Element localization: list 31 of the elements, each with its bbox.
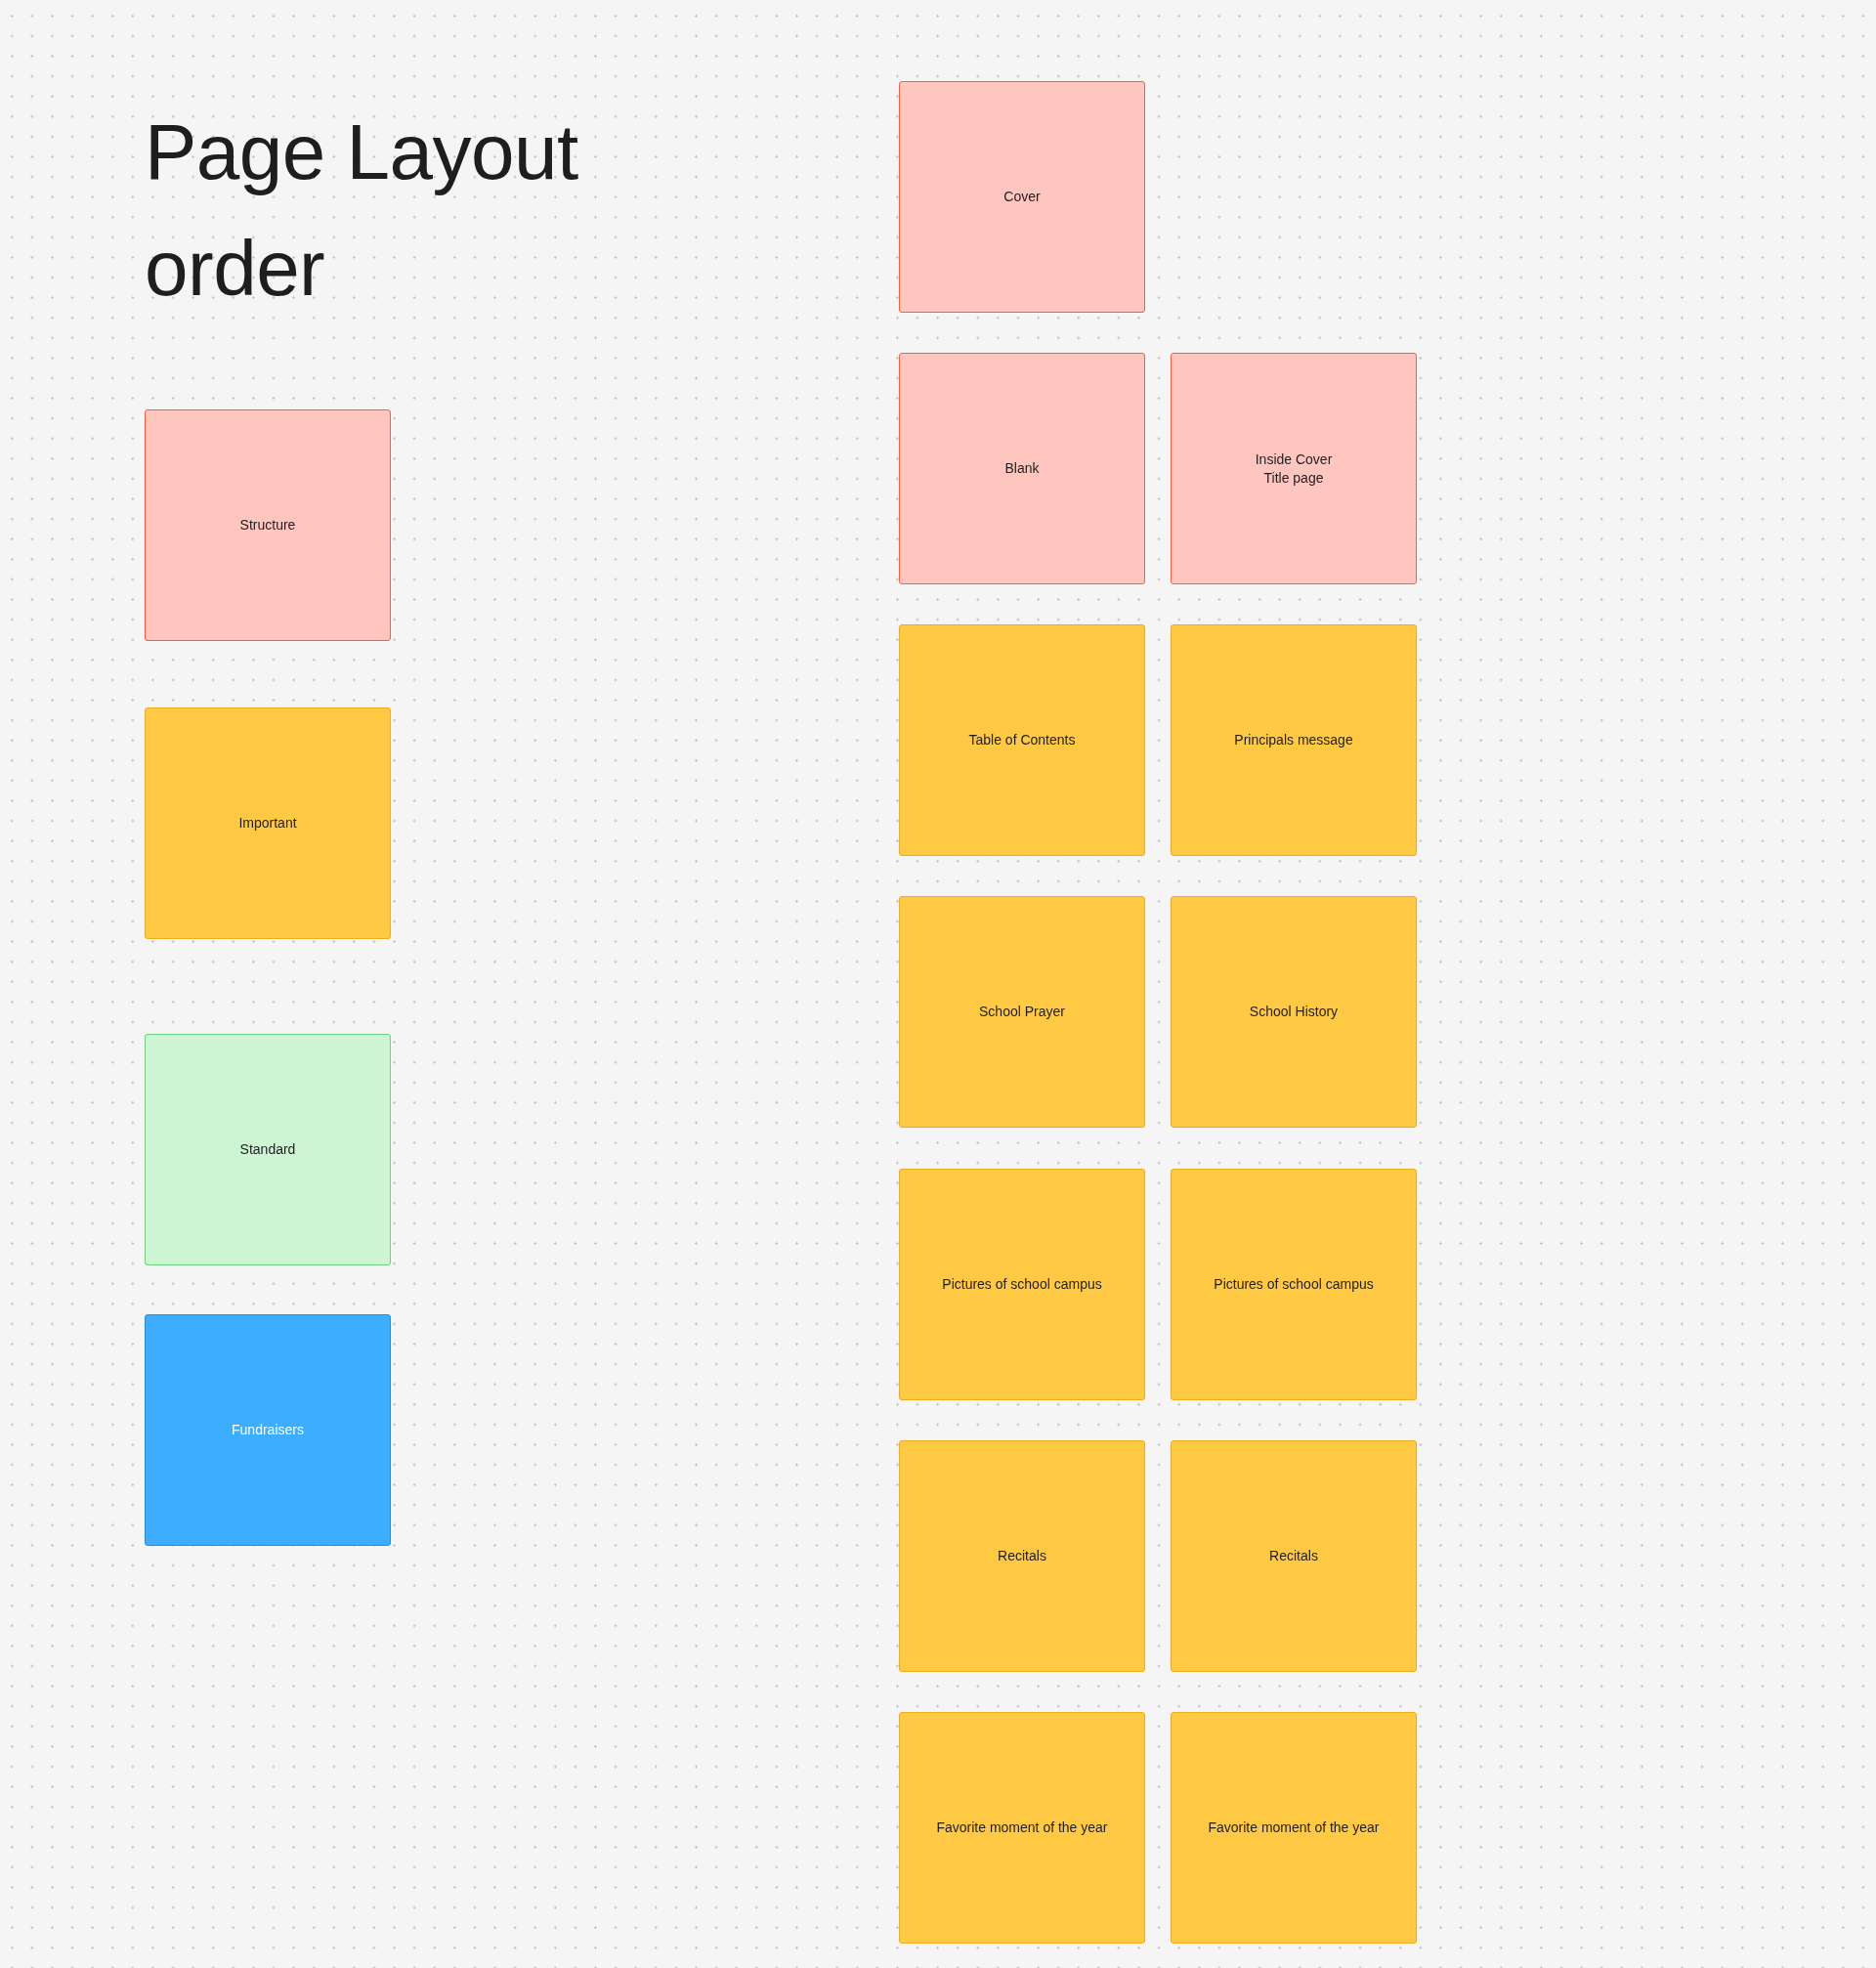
note-text: Recitals bbox=[1269, 1547, 1318, 1565]
note-text: Blank bbox=[1004, 459, 1040, 478]
note-text: Inside Cover Title page bbox=[1254, 449, 1334, 488]
legend-label: Standard bbox=[239, 1140, 296, 1159]
note-card bbox=[1171, 896, 1417, 1128]
note-card bbox=[899, 353, 1145, 584]
note-card bbox=[899, 896, 1145, 1128]
note-card bbox=[899, 1169, 1145, 1400]
note-card bbox=[899, 624, 1145, 856]
note-card bbox=[1171, 353, 1417, 584]
note-card bbox=[1171, 624, 1417, 856]
note-text: Favorite moment of the year bbox=[936, 1818, 1108, 1837]
legend-label: Structure bbox=[239, 516, 296, 535]
legend-label: Important bbox=[238, 814, 297, 833]
note-card bbox=[899, 1440, 1145, 1672]
note-text: Recitals bbox=[998, 1547, 1046, 1565]
legend-label: Fundraisers bbox=[232, 1421, 304, 1439]
note-card bbox=[1171, 1169, 1417, 1400]
note-card bbox=[1171, 1712, 1417, 1944]
note-card bbox=[899, 1712, 1145, 1944]
note-text: Pictures of school campus bbox=[1214, 1275, 1374, 1294]
note-text: School Prayer bbox=[979, 1003, 1065, 1021]
note-text: School History bbox=[1249, 1003, 1339, 1021]
note-text: Pictures of school campus bbox=[942, 1275, 1102, 1294]
note-text: Principals message bbox=[1234, 731, 1353, 749]
note-text: Table of Contents bbox=[968, 731, 1076, 749]
note-card bbox=[1171, 1440, 1417, 1672]
note-card bbox=[899, 81, 1145, 313]
page-title: Page Layout order bbox=[145, 107, 579, 314]
note-text: Cover bbox=[1003, 188, 1041, 206]
note-text: Favorite moment of the year bbox=[1208, 1818, 1380, 1837]
